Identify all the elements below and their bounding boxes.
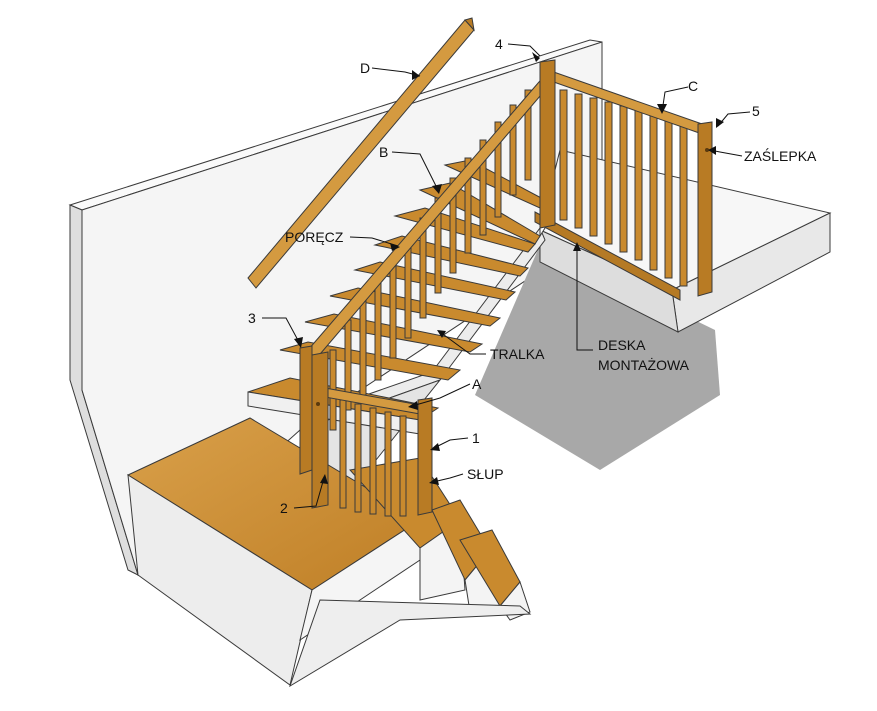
lower-balusters [339, 399, 407, 517]
label-zaslepka: ZAŚLEPKA [744, 147, 817, 164]
label-4: 4 [495, 36, 503, 52]
label-1: 1 [472, 430, 480, 446]
loose-handrail [247, 17, 475, 289]
label-a: A [472, 376, 482, 392]
labels: D 4 C 5 ZAŚLEPKA B PORĘCZ 3 TRALKA DESKA… [248, 36, 817, 516]
label-c: C [688, 78, 698, 94]
label-deska: DESKA [598, 337, 646, 353]
label-tralka: TRALKA [490, 346, 545, 362]
leaders [262, 43, 751, 509]
label-5: 5 [752, 103, 760, 119]
newel-posts [299, 59, 713, 516]
label-porecz: PORĘCZ [285, 229, 344, 245]
floor-shadow [475, 245, 720, 470]
label-montazowa: MONTAŻOWA [598, 356, 690, 373]
label-d: D [360, 60, 370, 76]
label-2: 2 [280, 500, 288, 516]
label-3: 3 [248, 310, 256, 326]
mounting-board [534, 211, 681, 301]
label-b: B [379, 144, 388, 160]
label-slup: SŁUP [467, 466, 504, 482]
